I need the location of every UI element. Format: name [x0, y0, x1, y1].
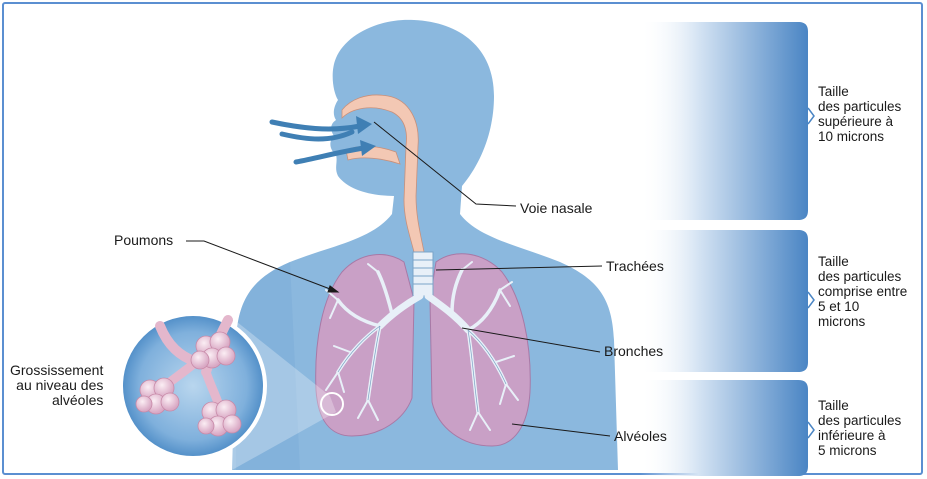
label-poumons: Poumons — [114, 232, 173, 248]
label-alveoles: Alvéoles — [614, 428, 667, 444]
band-large — [640, 22, 808, 220]
band-brackets — [808, 108, 814, 438]
trachea — [413, 252, 433, 296]
band-label-large: Taille des particules supérieure à 10 mi… — [818, 84, 901, 144]
label-grossissement: Grossissement au niveau des alvéoles — [10, 363, 103, 408]
band-label-medium: Taille des particules comprise entre 5 e… — [818, 254, 907, 329]
band-label-small: Taille des particules inférieure à 5 mic… — [818, 398, 901, 458]
label-trachees: Trachées — [606, 258, 664, 274]
band-medium — [640, 230, 808, 372]
size-bands — [640, 22, 808, 476]
label-bronches: Bronches — [604, 343, 663, 359]
label-voie-nasale: Voie nasale — [520, 200, 592, 216]
